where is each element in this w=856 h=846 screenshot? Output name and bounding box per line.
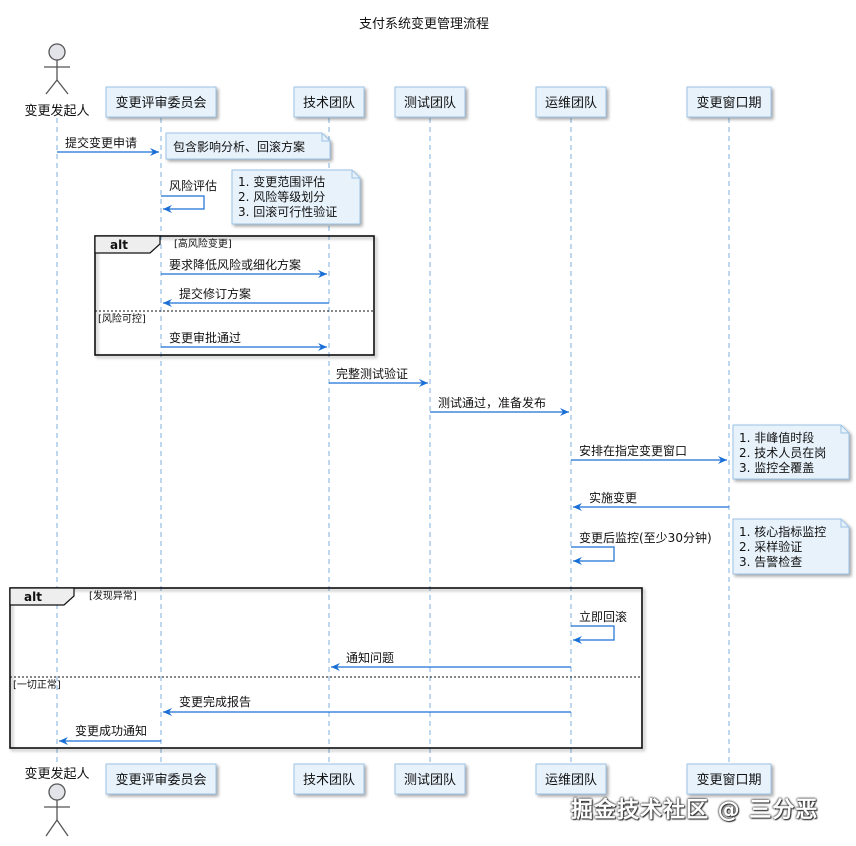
participant-box-top-window: [686, 86, 772, 118]
alt-2-tab: [9, 587, 75, 606]
participant-label-top-window: 变更窗口期: [696, 95, 761, 111]
note-4-line-3: 3. 告警检查: [739, 554, 802, 569]
note-3-line-1: 1. 非峰值时段: [739, 430, 814, 445]
note-3-line-2: 2. 技术人员在岗: [739, 446, 826, 460]
message-arrow-11: [571, 625, 615, 644]
participant-box-bottom-window: [686, 763, 772, 795]
message-label-1: 提交变更申请: [65, 135, 137, 150]
alt-1-keyword: alt: [110, 238, 128, 252]
participant-label-bottom-ops: 运维团队: [545, 773, 597, 788]
alt-1-guard-1: [高风险变更]: [174, 237, 232, 250]
message-label-10: 变更后监控(至少30分钟): [579, 530, 712, 545]
note-3: [732, 424, 850, 480]
participant-label-top-test: 测试团队: [404, 96, 456, 111]
alt-2-guard-1: [发现异常]: [89, 589, 137, 602]
note-1: [165, 132, 331, 160]
watermark: 掘金技术社区 @ 三分恶: [571, 798, 819, 823]
message-label-8: 安排在指定变更窗口: [579, 443, 687, 458]
participant-label-top-ops: 运维团队: [545, 96, 597, 111]
message-label-3: 要求降低风险或细化方案: [169, 257, 301, 272]
note-4-line-2: 2. 采样验证: [739, 539, 802, 554]
participant-box-top-tech: [293, 86, 365, 118]
message-label-2: 风险评估: [169, 178, 217, 193]
actor-head-icon: [48, 43, 66, 61]
message-label-11: 立即回滚: [579, 609, 627, 624]
alt-2-guard-2: [一切正常]: [13, 678, 61, 691]
note-2-line-2: 2. 风险等级划分: [238, 189, 325, 204]
participant-box-top-committee: [105, 86, 217, 118]
participant-box-bottom-committee: [105, 763, 217, 795]
message-label-7: 测试通过，准备发布: [438, 395, 546, 410]
alt-1-guard-2: [风险可控]: [98, 312, 146, 325]
note-2-line-3: 3. 回滚可行性验证: [238, 204, 337, 219]
alt-fragment-1: [94, 235, 375, 356]
participant-box-bottom-tech: [293, 763, 365, 795]
participant-label-bottom-window: 变更窗口期: [696, 772, 761, 788]
actor-bottom-initiator: [44, 783, 70, 837]
participant-box-bottom-ops: [535, 763, 607, 795]
message-label-9: 实施变更: [589, 490, 637, 505]
participant-label-top-committee: 变更评审委员会: [115, 95, 206, 111]
participant-box-bottom-test: [394, 763, 466, 795]
message-arrow-10: [571, 546, 615, 565]
message-label-6: 完整测试验证: [336, 366, 408, 381]
alt-2-keyword: alt: [24, 590, 42, 604]
message-label-14: 变更成功通知: [75, 723, 147, 738]
participant-box-top-ops: [535, 86, 607, 118]
actor-head-icon: [48, 783, 66, 801]
message-arrow-2: [161, 195, 205, 213]
message-label-5: 变更审批通过: [169, 330, 241, 345]
note-4: [732, 518, 850, 575]
participant-label-bottom-tech: 技术团队: [303, 773, 355, 788]
message-label-4: 提交修订方案: [179, 286, 251, 301]
diagram-title: 支付系统变更管理流程: [359, 16, 489, 32]
actor-label-top-initiator: 变更发起人: [24, 103, 89, 119]
note-1-line-1: 包含影响分析、回滚方案: [173, 139, 305, 154]
participant-box-top-test: [394, 86, 466, 118]
message-label-13: 变更完成报告: [179, 694, 251, 709]
alt-fragment-2: [9, 587, 643, 749]
participant-label-bottom-committee: 变更评审委员会: [115, 772, 206, 788]
participant-label-top-tech: 技术团队: [303, 96, 355, 111]
note-2: [231, 169, 361, 225]
actor-top-initiator: [44, 43, 70, 95]
participant-label-bottom-test: 测试团队: [404, 773, 456, 788]
alt-1-tab: [94, 235, 161, 254]
note-4-line-1: 1. 核心指标监控: [739, 524, 826, 539]
note-3-line-3: 3. 监控全覆盖: [739, 460, 814, 475]
note-2-line-1: 1. 变更范围评估: [238, 174, 325, 189]
actor-label-bottom-initiator: 变更发起人: [24, 766, 89, 782]
message-label-12: 通知问题: [346, 651, 394, 665]
